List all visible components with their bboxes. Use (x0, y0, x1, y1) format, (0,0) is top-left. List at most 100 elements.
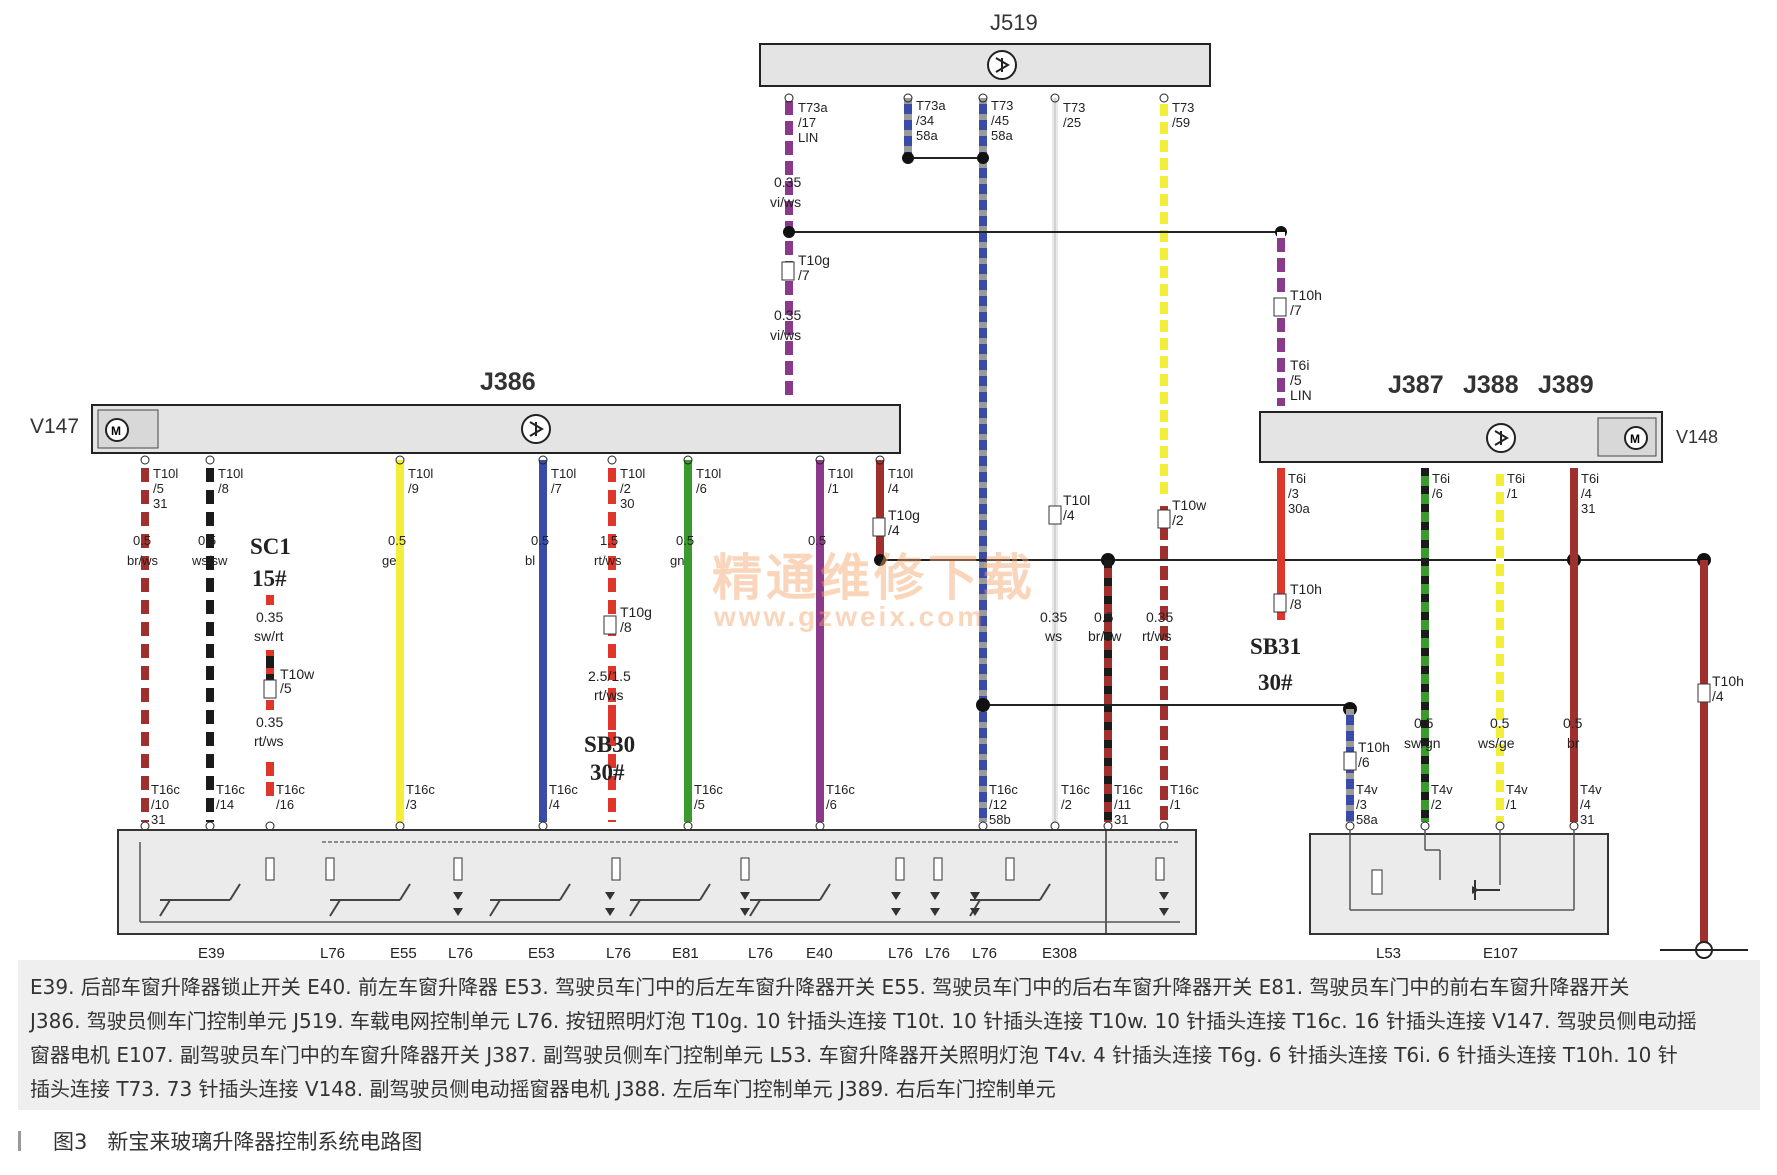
pin-terminal (815, 821, 825, 831)
resistor (325, 857, 335, 881)
pin-label: T4v (1580, 782, 1602, 797)
pin-label: /6 (696, 481, 707, 496)
wire-size: 0.35 (774, 307, 801, 323)
connector-label: LIN (1290, 387, 1312, 403)
led-symbol (1159, 892, 1169, 900)
motor-icon (105, 418, 129, 442)
wire-size: 0.5 (1094, 609, 1114, 625)
pin-label: 58a (1356, 812, 1378, 827)
led-symbol (605, 908, 615, 916)
wire-size: 0.5 (1414, 715, 1434, 731)
resistor (1155, 857, 1165, 881)
pin-label: /2 (1061, 797, 1072, 812)
j386-label: J386 (480, 368, 536, 396)
fuse-number: 15# (252, 566, 287, 591)
pin-label: T16c (694, 782, 723, 797)
pin-terminal (1495, 821, 1505, 831)
pin-label: T10l (218, 466, 243, 481)
wire-code: rt/ws (594, 553, 622, 568)
pin-label: T10l (620, 466, 645, 481)
pin-label: /14 (216, 797, 234, 812)
watermark: 精通维修下载 www.gzweix.com (712, 550, 1032, 632)
wire-code: gn (670, 553, 684, 568)
component-label: E107 (1483, 945, 1518, 960)
pin-label: /8 (218, 481, 229, 496)
pin-label: /16 (276, 797, 294, 812)
led-symbol (453, 892, 463, 900)
pin-label: /3 (1288, 486, 1299, 501)
fuse-label: SC1 (250, 534, 291, 559)
pin-label: T6i (1432, 471, 1450, 486)
wire-code: br (1567, 735, 1580, 751)
v148-label: V148 (1676, 427, 1718, 447)
pin-label: 31 (1580, 812, 1594, 827)
connector-label: /7 (798, 267, 810, 283)
pin-label: /5 (694, 797, 705, 812)
resistor (895, 857, 905, 881)
component-label: E53 (528, 945, 555, 960)
switch-lever (749, 899, 761, 917)
pin-label: /1 (1506, 797, 1517, 812)
component-label: E81 (672, 945, 699, 960)
wire-size: 0.5 (531, 533, 549, 548)
pin-label: T6i (1507, 471, 1525, 486)
pin-label: T16c (216, 782, 245, 797)
pin-label: /3 (1356, 797, 1367, 812)
j519-wires (783, 98, 1287, 822)
pin-label: T73a (916, 98, 946, 113)
connector-label: /7 (1290, 302, 1302, 318)
j519-label: J519 (990, 10, 1038, 35)
led-symbol (930, 908, 940, 916)
pin-label: 31 (1581, 501, 1595, 516)
led-symbol (740, 892, 750, 900)
wire-code: ws/sw (191, 553, 228, 568)
connector-label: /8 (620, 619, 632, 635)
switch-lever (1039, 883, 1051, 901)
component-label: E55 (390, 945, 417, 960)
bottom-pin-labels: T16c/1031T16c/14T16c/16T16c/3T16c/4T16c/… (140, 782, 1602, 831)
pin-terminal (683, 455, 693, 465)
j386-module: J386 V147 M (30, 368, 901, 454)
connector-label: /8 (1290, 596, 1302, 612)
fuse-label: SB30 (584, 732, 635, 757)
pin-label: T4v (1506, 782, 1528, 797)
pin-label: /6 (1432, 486, 1443, 501)
led-symbol (970, 892, 980, 900)
pin-label: T16c (406, 782, 435, 797)
j386-pin-labels: T10l/5310.5br/wsT10l/80.5ws/swT10l/90.5g… (127, 455, 913, 568)
connector-label: /4 (1712, 688, 1724, 704)
upper-labels: 0.35 vi/ws T10g /7 0.35 vi/ws T10h /7 T6… (770, 174, 1322, 403)
wire-size: 0.5 (1563, 715, 1583, 731)
wire-code: vi/ws (770, 194, 801, 210)
component-label: L76 (925, 945, 950, 960)
led-symbol (970, 908, 980, 916)
wire-size: 0.5 (1490, 715, 1510, 731)
pin-label: /7 (551, 481, 562, 496)
wire-code: bl (525, 553, 535, 568)
pin-terminal (1569, 821, 1579, 831)
pin-label: /1 (1507, 486, 1518, 501)
pin-label: T10l (153, 466, 178, 481)
wire-size: 0.35 (256, 609, 283, 625)
pin-label: T6i (1581, 471, 1599, 486)
led-symbol (930, 892, 940, 900)
pin-terminal (205, 455, 215, 465)
pin-terminal (538, 821, 548, 831)
wire-code: rt/ws (594, 687, 624, 703)
pin-label: T16c (276, 782, 305, 797)
pin-label: /4 (1581, 486, 1592, 501)
component-label: E40 (806, 945, 833, 960)
wire-size: 0.5 (198, 533, 216, 548)
switch-lever (329, 899, 341, 917)
v147-label: V147 (30, 415, 79, 438)
wire-size: 0.5 (388, 533, 406, 548)
legend: E39. 后部车窗升降器锁止开关 E40. 前左车窗升降器 E53. 驾驶员车门… (18, 960, 1760, 1110)
resistor (1005, 857, 1015, 881)
resistor (740, 857, 750, 881)
fuse-number: 30# (590, 760, 625, 785)
pin-terminal (140, 821, 150, 831)
pin-label: T16c (1170, 782, 1199, 797)
pin-terminal (395, 821, 405, 831)
switch-lever (159, 899, 171, 917)
pin-label: T16c (549, 782, 578, 797)
